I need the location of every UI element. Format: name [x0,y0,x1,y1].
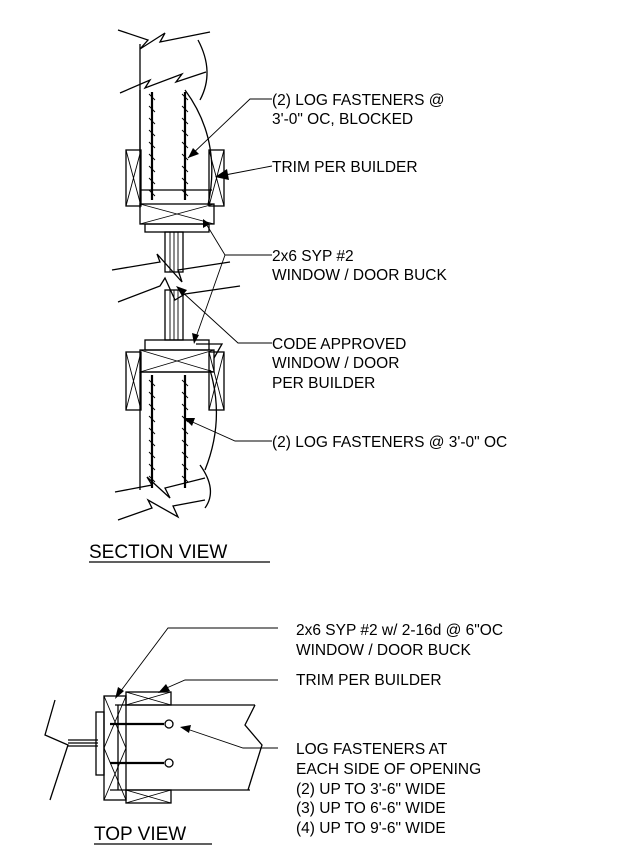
note-log-fasteners-blocked-line1: (2) LOG FASTENERS @ [272,92,445,109]
top-note-fasteners-line1: LOG FASTENERS AT [296,741,448,758]
note-trim: TRIM PER BUILDER [272,159,418,176]
top-view-fasteners [110,719,174,768]
section-view-drawing: (2) LOG FASTENERS @ 3'-0" OC, BLOCKED TR… [89,29,507,563]
top-view-title: TOP VIEW [94,824,186,845]
section-view-title: SECTION VIEW [89,542,227,563]
middle-break-line [111,253,231,283]
top-view-leaders [115,627,278,749]
upper-log [139,39,213,208]
top-note-fasteners-line5: (4) UP TO 9'-6" WIDE [296,820,446,837]
note-window-line1: CODE APPROVED [272,336,406,353]
top-note-buck-line2: WINDOW / DOOR BUCK [296,642,471,659]
top-note-trim: TRIM PER BUILDER [296,672,442,689]
top-view-drawing: 2x6 SYP #2 w/ 2-16d @ 6"OC WINDOW / DOOR… [44,622,503,845]
upper-break-line-2 [119,71,207,94]
lower-log [139,369,218,509]
note-window-line2: WINDOW / DOOR [272,355,399,372]
top-note-fasteners-line2: EACH SIDE OF OPENING [296,761,481,778]
lower-break-line-2 [117,498,206,521]
top-note-buck-line1: 2x6 SYP #2 w/ 2-16d @ 6"OC [296,622,503,639]
middle-break-line-2 [117,276,241,303]
note-buck-line1: 2x6 SYP #2 [272,248,354,265]
top-view-window-frame [68,711,105,776]
upper-trim [125,149,225,207]
top-view-log [44,699,263,801]
section-leaders [176,98,273,442]
note-window-line3: PER BUILDER [272,375,375,392]
upper-log-fasteners [148,92,189,200]
note-log-fasteners-blocked-line2: 3'-0" OC, BLOCKED [272,111,413,128]
note-log-fasteners-oc: (2) LOG FASTENERS @ 3'-0" OC [272,434,507,451]
top-note-fasteners-line4: (3) UP TO 6'-6" WIDE [296,800,446,817]
note-buck-line2: WINDOW / DOOR BUCK [272,267,447,284]
lower-break-line [114,476,206,499]
upper-break-line [117,29,211,50]
lower-log-fasteners [148,375,189,488]
top-view-buck [103,691,172,804]
window-frame [164,231,184,341]
upper-buck [139,203,215,233]
top-note-fasteners-line3: (2) UP TO 3'-6" WIDE [296,781,446,798]
